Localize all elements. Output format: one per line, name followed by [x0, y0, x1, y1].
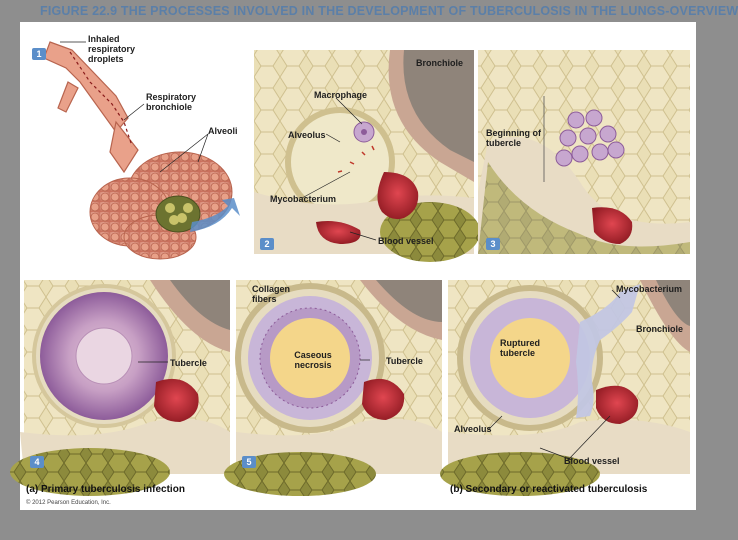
label-bronchiole-2: Bronchiole	[416, 58, 464, 68]
label-blood-vessel-b: Blood vessel	[564, 456, 620, 466]
label-macrophage: Macrophage	[314, 90, 368, 100]
illustration	[10, 41, 690, 496]
label-blood-vessel-2: Blood vessel	[378, 236, 434, 246]
step-1-badge: 1	[32, 48, 46, 60]
label-respiratory-bronchiole: Respiratory bronchiole	[146, 92, 197, 112]
panel-5-illustration	[224, 280, 442, 496]
label-tubercle-5: Tubercle	[386, 356, 423, 366]
panel-3-illustration	[478, 50, 690, 254]
caption-secondary: (b) Secondary or reactivated tuberculosi…	[450, 484, 648, 495]
step-4-badge: 4	[30, 456, 44, 468]
figure-title: FIGURE 22.9 THE PROCESSES INVOLVED IN TH…	[40, 4, 738, 18]
label-tubercle-4: Tubercle	[170, 358, 207, 368]
label-inhaled-droplets: Inhaled respiratory droplets	[88, 34, 136, 64]
panel-b-illustration	[440, 280, 690, 496]
label-bronchiole-b: Bronchiole	[636, 324, 684, 334]
label-collagen-fibers: Collagen fibers	[252, 284, 291, 304]
label-caseous-necrosis: Caseous necrosis	[294, 350, 332, 370]
caption-primary: (a) Primary tuberculosis infection	[26, 484, 185, 495]
early-tubercle-macrophages	[555, 109, 625, 167]
label-alveoli: Alveoli	[208, 126, 238, 136]
label-ruptured-tubercle: Ruptured tubercle	[500, 338, 540, 358]
panel-4-illustration	[10, 280, 230, 496]
macrophage	[353, 121, 375, 143]
step-3-badge: 3	[486, 238, 500, 250]
figure-area: 1 2 3 4 5 Inhaled respiratory droplets R…	[10, 22, 696, 510]
copyright-note: © 2012 Pearson Education, Inc.	[26, 500, 111, 506]
label-alveolus-b: Alveolus	[454, 424, 492, 434]
leader-lines	[60, 41, 621, 461]
panel-2-illustration	[254, 50, 480, 262]
panel-1-illustration	[43, 41, 240, 260]
label-alveolus-2: Alveolus	[288, 130, 326, 140]
step-5-badge: 5	[242, 456, 256, 468]
label-beginning-of-tubercle: Beginning of tubercle	[486, 128, 541, 148]
step-2-badge: 2	[260, 238, 274, 250]
label-mycobacterium-2: Mycobacterium	[270, 194, 337, 204]
label-mycobacterium-b: Mycobacterium	[616, 284, 683, 294]
